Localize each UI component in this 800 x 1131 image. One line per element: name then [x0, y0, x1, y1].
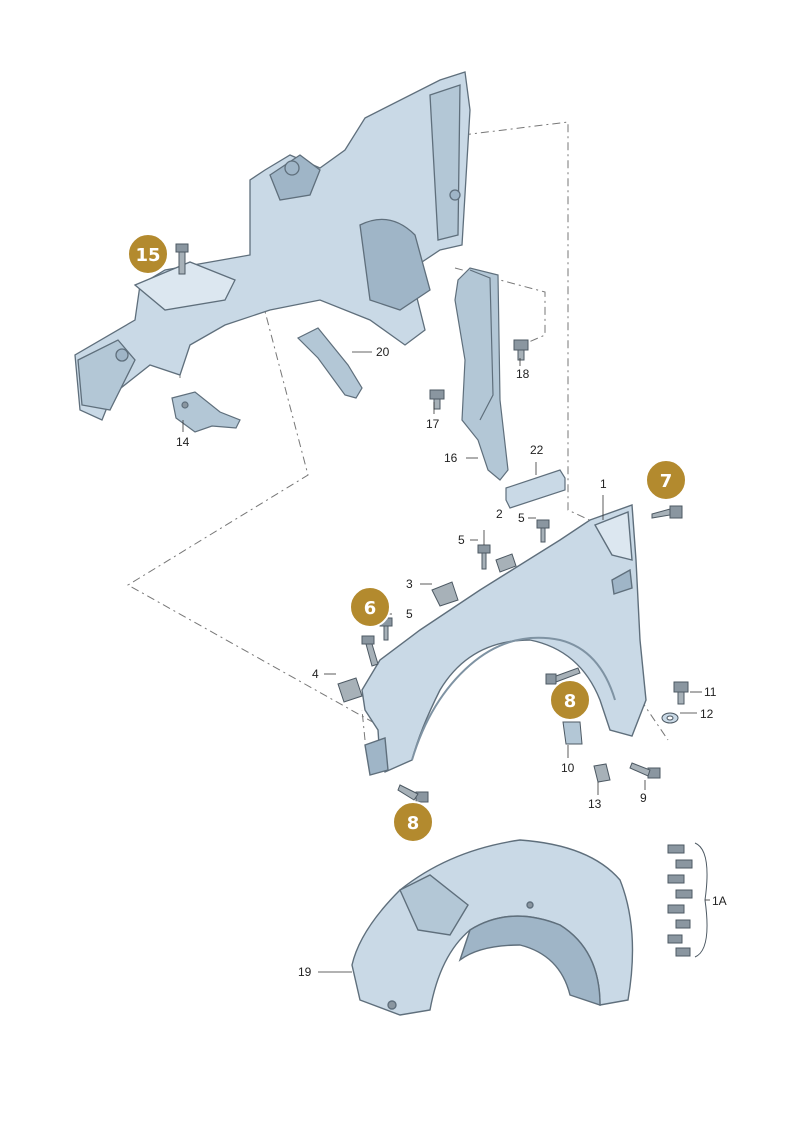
- badge-8-upper: 8: [549, 679, 591, 721]
- clip-icon: [562, 721, 583, 745]
- screw-icon: [536, 519, 550, 543]
- label-part-4: 4: [312, 667, 319, 681]
- label-part-14: 14: [176, 435, 190, 449]
- label-part-19: 19: [298, 965, 312, 979]
- label-part-5-left: 5: [406, 607, 413, 621]
- part-19-wheel-liner: [351, 839, 634, 1016]
- clip-icon: [495, 553, 517, 573]
- badge-15: 15: [127, 233, 169, 275]
- badge-6: 6: [349, 586, 391, 628]
- screw-icon: [545, 667, 581, 685]
- badge-6-text: 6: [364, 598, 377, 619]
- clip-icon: [593, 763, 611, 783]
- label-part-17: 17: [426, 417, 440, 431]
- label-part-5-top: 5: [458, 533, 465, 547]
- part-16-support: [454, 267, 509, 481]
- label-part-12: 12: [700, 707, 714, 721]
- front-body-structure: [74, 71, 471, 421]
- fastener-set-1a: [667, 844, 693, 957]
- bolt-icon: [673, 681, 689, 705]
- label-part-5-right: 5: [518, 511, 525, 525]
- label-part-10: 10: [561, 761, 575, 775]
- badge-8-upper-text: 8: [564, 691, 577, 712]
- badge-15-text: 15: [135, 245, 160, 266]
- label-part-1: 1: [600, 477, 607, 491]
- label-part-9: 9: [640, 791, 647, 805]
- label-part-20: 20: [376, 345, 390, 359]
- label-part-2: 2: [496, 507, 503, 521]
- hardware-set: [175, 243, 708, 958]
- screw-icon: [629, 762, 661, 779]
- part-22-strip: [505, 469, 566, 509]
- screw-icon: [651, 505, 683, 519]
- label-part-11: 11: [704, 685, 717, 699]
- bolt-icon: [513, 339, 529, 361]
- label-part-16: 16: [444, 451, 458, 465]
- label-part-1a: 1A: [712, 894, 727, 908]
- screw-icon: [397, 784, 429, 803]
- clip-icon: [337, 677, 363, 703]
- bolt-icon: [175, 243, 189, 275]
- highlight-badges: 15 7 6 8 8: [127, 233, 687, 843]
- washer-icon: [661, 712, 679, 724]
- part-number-labels: 20 14 16 17 18 22 1 5 5 2 3 5 4 11 12 10…: [176, 345, 727, 979]
- label-part-3: 3: [406, 577, 413, 591]
- leader-lines: [182, 351, 710, 973]
- part-14-bracket: [171, 391, 241, 433]
- screw-icon: [361, 635, 379, 667]
- label-part-13: 13: [588, 797, 602, 811]
- part-20-bracket: [296, 327, 363, 399]
- label-part-18: 18: [516, 367, 530, 381]
- screw-icon: [477, 544, 491, 570]
- clip-icon: [431, 581, 459, 607]
- bolt-icon: [429, 389, 445, 410]
- badge-8-lower: 8: [392, 801, 434, 843]
- badge-7-text: 7: [660, 471, 673, 492]
- badge-8-lower-text: 8: [407, 813, 420, 834]
- label-part-22: 22: [530, 443, 544, 457]
- badge-7: 7: [645, 459, 687, 501]
- part-1-fender: [361, 504, 647, 776]
